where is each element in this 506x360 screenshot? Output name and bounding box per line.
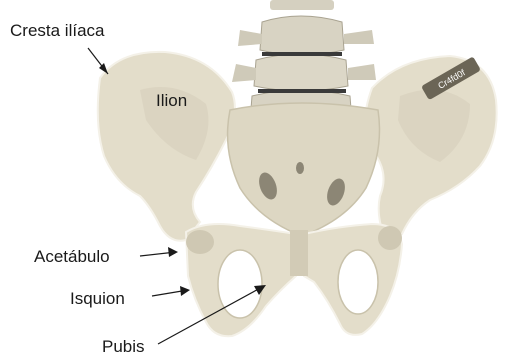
- vertebra-2: [254, 54, 348, 91]
- label-ilion: Ilion: [156, 92, 187, 109]
- pubic-symphysis: [290, 230, 308, 276]
- vertebra-process-left-1: [238, 30, 262, 46]
- vertebra-process-right-2: [348, 64, 376, 80]
- label-pubis: Pubis: [102, 338, 145, 355]
- label-acetabulo: Acetábulo: [34, 248, 110, 265]
- foramen-center: [296, 162, 304, 174]
- arrow-acetabulo: [168, 247, 178, 257]
- right-acetabulum: [378, 226, 402, 250]
- arrow-isquion: [180, 286, 190, 296]
- left-acetabulum: [186, 230, 214, 254]
- vertebra-1: [260, 16, 344, 55]
- right-obturator-foramen: [338, 250, 378, 314]
- vertebra-process-left-2: [232, 64, 256, 82]
- vertebra-process-right-1: [344, 30, 374, 44]
- vertebra-top: [270, 0, 334, 10]
- label-cresta-iliaca: Cresta ilíaca: [10, 22, 104, 39]
- label-isquion: Isquion: [70, 290, 125, 307]
- left-ilium: [98, 52, 235, 241]
